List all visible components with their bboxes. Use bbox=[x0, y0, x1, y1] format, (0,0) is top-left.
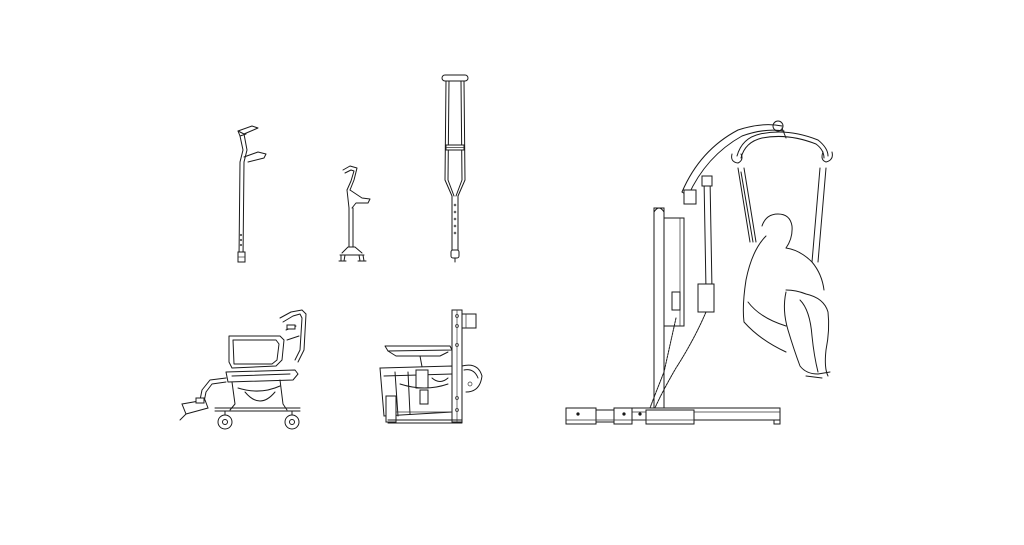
axillary-crutch-icon bbox=[441, 74, 469, 263]
positioning-seat-icon bbox=[379, 309, 483, 424]
forearm-crutch-icon bbox=[237, 125, 267, 263]
caster-wheel-icon bbox=[217, 410, 233, 430]
caster-wheel-icon bbox=[284, 410, 300, 430]
quad-cane-icon bbox=[338, 165, 371, 262]
patient-lift-icon bbox=[565, 120, 833, 425]
shower-commode-chair-icon bbox=[179, 309, 307, 430]
